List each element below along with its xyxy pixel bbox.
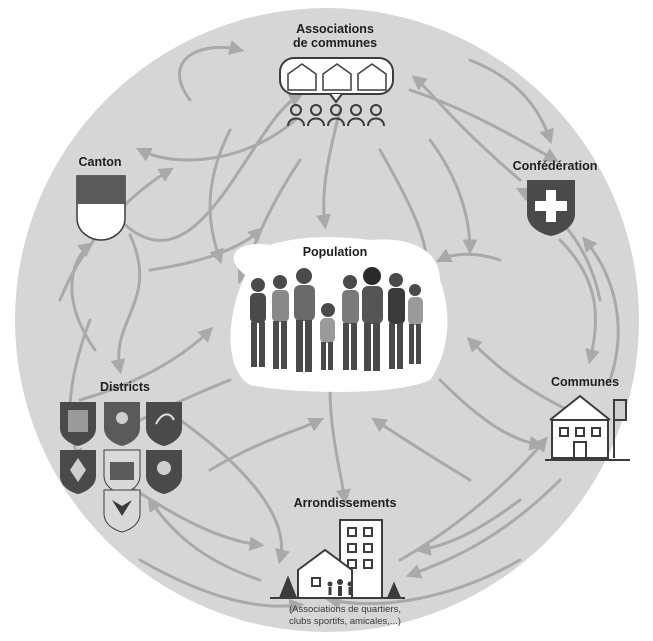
- arrow: [118, 92, 305, 242]
- arrow: [408, 88, 559, 163]
- arrow: [428, 138, 478, 255]
- canton-shield-icon: [76, 175, 126, 241]
- arrow: [208, 417, 325, 472]
- relationship-arrows: [58, 40, 620, 614]
- population-people-icon: [250, 267, 423, 372]
- population-label: Population: [302, 245, 368, 259]
- associations-label: Associations de communes: [260, 22, 410, 50]
- arrondissements-caption: (Associations de quartiers, clubs sporti…: [250, 604, 440, 628]
- arrow: [328, 388, 351, 505]
- arrow: [405, 478, 562, 579]
- arrow: [148, 226, 264, 272]
- arrow: [325, 558, 522, 610]
- arrow: [438, 378, 545, 451]
- arrondissements-label: Arrondissements: [293, 496, 397, 510]
- arrow: [138, 558, 305, 614]
- arrondissements-caption-line2: clubs sportifs, amicales,...): [289, 616, 401, 627]
- arrow: [411, 75, 522, 182]
- arrow: [110, 233, 142, 375]
- associations-label-line1: Associations: [296, 22, 374, 36]
- districts-label: Districts: [99, 380, 151, 394]
- arrow: [468, 58, 554, 145]
- arrow: [582, 236, 620, 382]
- arrow: [78, 326, 214, 402]
- confederation-label: Confédération: [512, 159, 598, 173]
- canton-label: Canton: [78, 155, 122, 169]
- arrow: [147, 496, 262, 582]
- confederation-shield-icon: [527, 180, 575, 236]
- arrow: [558, 238, 600, 365]
- district-shields-icon: [60, 402, 182, 533]
- associations-label-line2: de communes: [292, 36, 378, 50]
- arrow: [371, 417, 472, 482]
- arrondissements-scene-icon: [270, 519, 405, 599]
- arrow: [178, 40, 245, 102]
- communes-building-icon: [545, 394, 630, 461]
- communes-label: Communes: [550, 375, 620, 389]
- arrow: [178, 418, 290, 565]
- arrow: [135, 118, 297, 162]
- associations-icon: [279, 57, 394, 127]
- arrow: [415, 498, 522, 556]
- arrondissements-caption-line1: (Associations de quartiers,: [289, 604, 401, 615]
- arrow: [208, 128, 232, 265]
- arrow: [316, 108, 342, 230]
